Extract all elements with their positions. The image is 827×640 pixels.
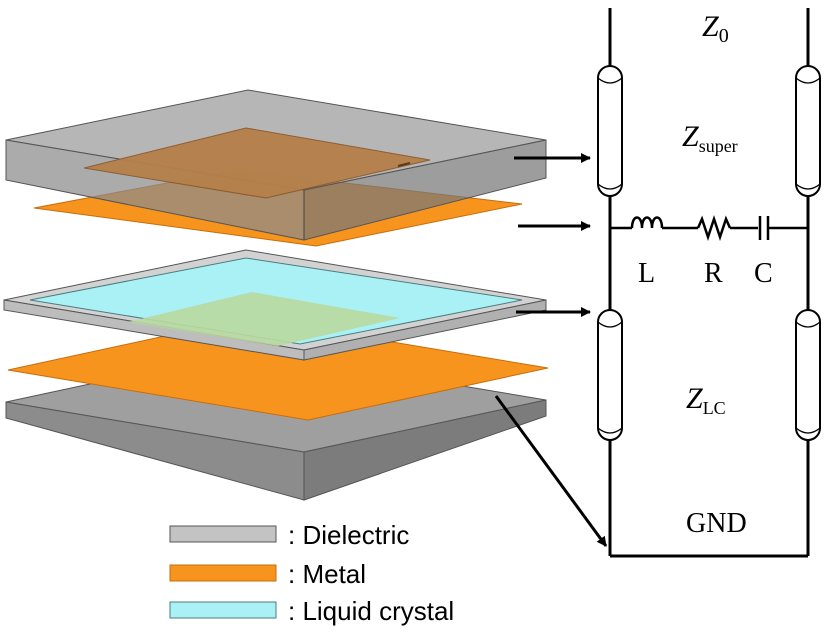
arrow-ground [494,395,608,547]
legend-label-metal: : Metal [288,559,366,589]
patch-shadow [128,292,400,346]
tline-super-left [597,65,623,197]
layer-stack [3,89,549,501]
liquid-crystal-cell [3,249,547,361]
legend-item-liquid-crystal: : Liquid crystal [169,596,454,626]
tline-end-caps [597,77,821,434]
transmission-lines [597,65,821,441]
zsuper-label: Zsuper [682,120,738,156]
inductor-label: L [638,258,655,289]
pointer-arrows [494,153,608,547]
legend-swatch-liquid-crystal [169,601,277,619]
patch-through-superstrate [83,127,431,199]
rlc-branch [610,215,808,241]
equivalent-circuit [608,8,810,558]
capacitor-label: C [754,258,773,289]
superstrate-dielectric-layer [5,89,547,241]
legend-label-liquid-crystal: : Liquid crystal [288,596,454,626]
zlc-label: ZLC [686,382,726,418]
legend-item-metal: : Metal [169,559,366,589]
legend-label-dielectric: : Dielectric [288,520,409,550]
legend-swatch-dielectric [169,525,277,543]
tline-lc-left [597,309,623,441]
legend: : Dielectric : Metal : Liquid crystal [169,520,454,626]
z0-label: Z0 [702,10,729,47]
gnd-label: GND [686,508,747,539]
legend-item-dielectric: : Dielectric [169,520,409,550]
feed-line [397,162,411,167]
legend-swatch-metal [169,564,277,582]
resistor-icon [696,215,732,241]
tline-super-right [795,65,821,197]
tline-lc-right [795,309,821,441]
resistor-label: R [704,258,723,289]
inductor-icon [630,216,664,229]
